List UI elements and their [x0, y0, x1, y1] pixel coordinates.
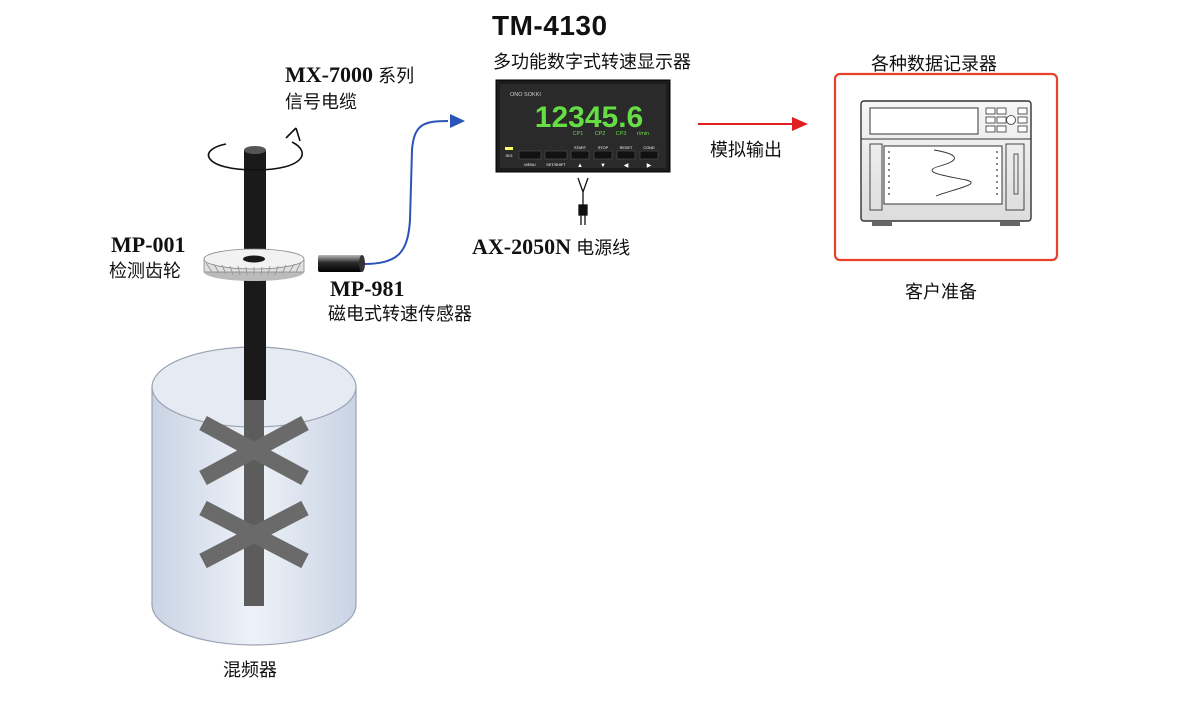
set-shift-key[interactable]	[544, 150, 568, 160]
detection-gear	[203, 248, 305, 281]
power-plug-icon	[577, 177, 589, 225]
cond-label: COND	[643, 146, 654, 150]
start-label: START	[574, 146, 587, 150]
right-arrow-icon: ▶	[647, 163, 652, 169]
signal-arrowhead-icon	[450, 114, 465, 128]
start-up-key[interactable]	[570, 150, 590, 160]
cp2-label: CP2	[595, 131, 606, 137]
recorder-trace	[931, 149, 972, 197]
display-model: TM-4130	[492, 10, 608, 41]
power-model: AX-2050N	[472, 234, 571, 259]
brand-logo: ONO SOKKI	[510, 92, 541, 98]
cp1-label: CP1	[573, 131, 584, 137]
analog-output-label: 模拟输出	[710, 140, 782, 161]
stop-label: STOP	[598, 146, 609, 150]
gear-model: MP-001	[111, 232, 186, 257]
left-arrow-icon: ◀	[624, 163, 629, 169]
menu-key[interactable]	[518, 150, 542, 160]
cable-desc: 信号电缆	[285, 92, 357, 113]
recorder-caption: 客户准备	[905, 282, 977, 303]
rotation-arrow-icon	[207, 127, 303, 171]
display-desc: 多功能数字式转速显示器	[493, 52, 691, 73]
cable-series: 系列	[378, 66, 415, 87]
stop-down-key[interactable]	[593, 150, 613, 160]
mixer-label: 混频器	[223, 660, 277, 681]
magnetic-sensor	[318, 255, 365, 272]
down-arrow-icon: ▼	[600, 163, 606, 169]
menu-label: MENU	[524, 163, 535, 167]
power-desc: 电源线	[576, 238, 631, 259]
recorder-title: 各种数据记录器	[871, 54, 997, 75]
display-reading: 12345.6	[535, 101, 643, 134]
sensor-model: MP-981	[330, 276, 405, 301]
sig-led	[505, 147, 513, 150]
signal-cable	[364, 114, 465, 265]
sig-label: SIG	[506, 153, 513, 158]
recorder-frame	[833, 72, 1059, 262]
gear-desc: 检测齿轮	[109, 261, 181, 282]
shaft-submerged	[244, 390, 264, 606]
cp3-label: CP3	[616, 131, 627, 137]
tm4130-display: ONO SOKKI 12345.6 CP1 CP2 CP3 r/min SIG …	[495, 79, 671, 173]
power-label: AX-2050N 电源线	[472, 234, 630, 260]
analog-output-arrow	[698, 117, 808, 131]
reset-left-key[interactable]	[616, 150, 636, 160]
unit-label: r/min	[637, 131, 649, 137]
cond-right-key[interactable]	[639, 150, 659, 160]
data-recorder	[860, 100, 1032, 226]
reset-label: RESET	[620, 146, 633, 150]
cable-label: MX-7000 系列	[285, 62, 414, 88]
set-shift-label: SET/SHIFT	[546, 163, 566, 167]
sensor-desc: 磁电式转速传感器	[328, 304, 472, 325]
up-arrow-icon: ▲	[577, 163, 583, 169]
agitator-blades	[199, 415, 309, 569]
cable-model: MX-7000	[285, 62, 373, 87]
